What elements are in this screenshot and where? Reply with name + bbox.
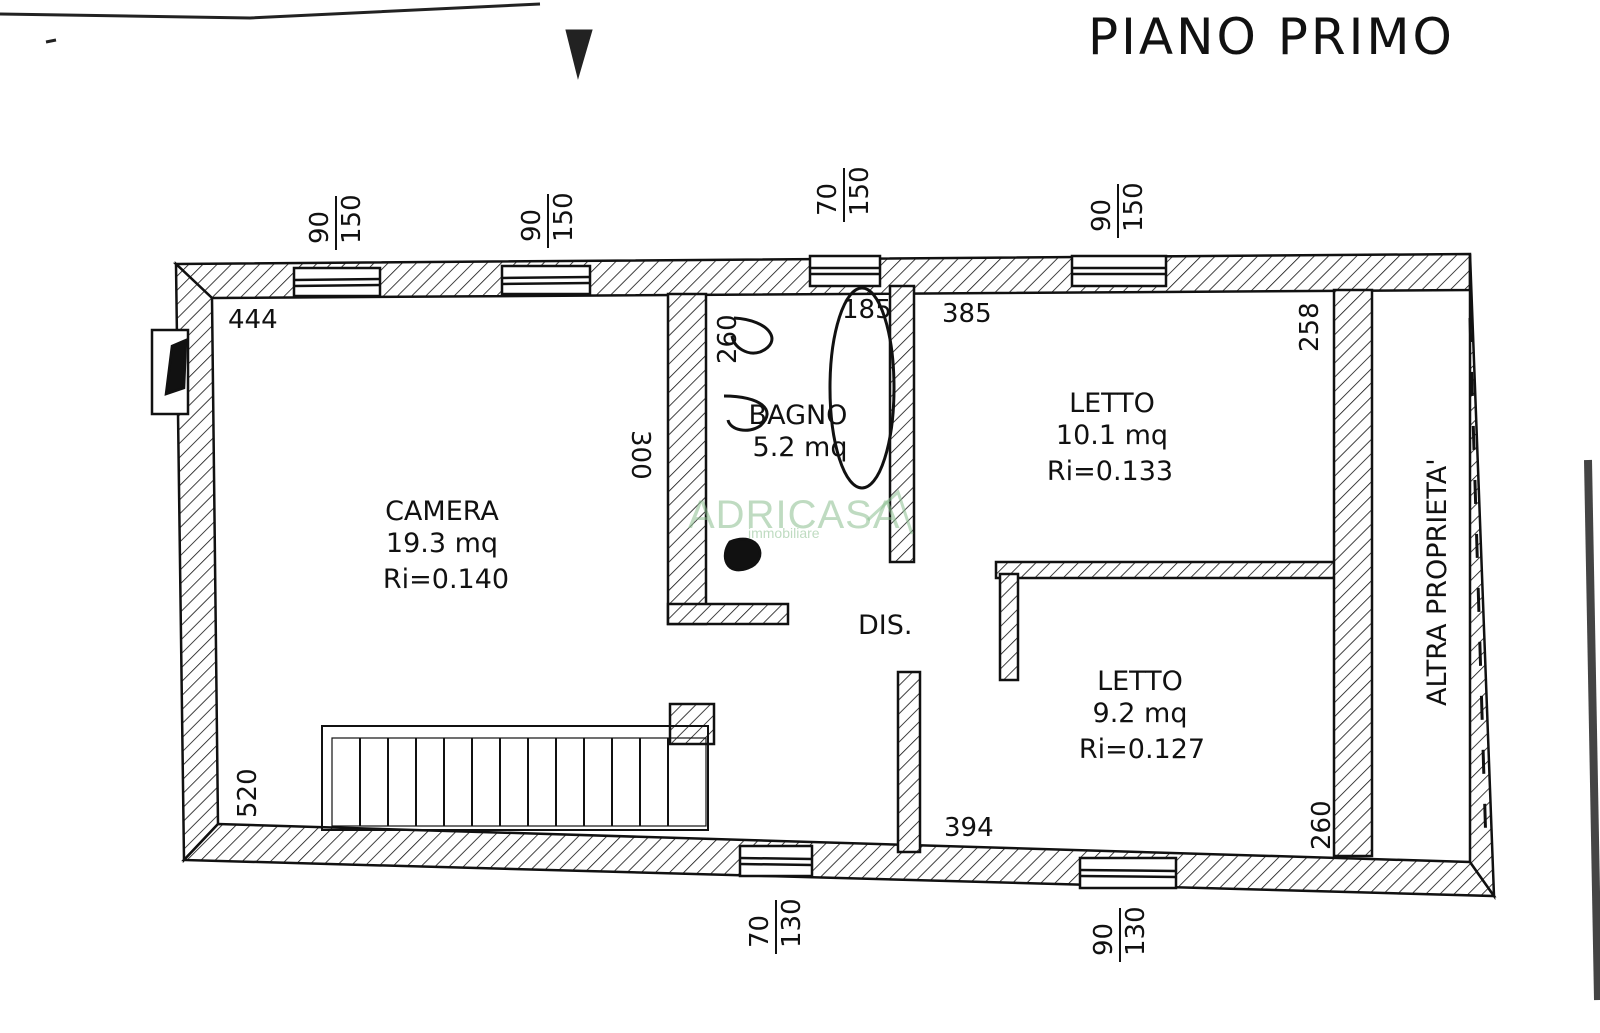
svg-text:130: 130 [777,898,807,948]
wall-stub [998,572,1020,682]
wall-bottom [181,822,1497,898]
wall-bagno-bottom [666,602,790,626]
room-area: 5.2 mq [753,432,848,463]
window-annotations: 90 150 90 150 70 150 90 150 70 130 90 13… [305,166,1151,962]
window-label-1: 90 150 [305,194,367,250]
window-openings [292,254,1178,890]
svg-text:70: 70 [745,915,775,948]
room-ri: Ri=0.140 [383,564,509,595]
window-4 [1070,254,1168,288]
scan-marks [0,2,1600,1001]
watermark-sub: immobiliare [748,525,820,541]
svg-text:90: 90 [517,209,547,242]
room-name: CAMERA [385,496,499,527]
bathroom-fixtures [723,286,896,572]
wall-altra [1332,288,1374,858]
window-5 [738,844,814,878]
room-dimensions: 444 520 300 260 185 385 258 394 260 [228,295,1337,850]
room-bagno: BAGNO 5.2 mq [749,400,848,463]
room-letto-2: LETTO 9.2 mq Ri=0.127 [1079,666,1205,765]
room-letto-1: LETTO 10.1 mq Ri=0.133 [1047,388,1173,487]
wall-bagno-letto [888,284,916,564]
watermark-brand: ADRICASA [688,493,901,537]
dim-letto1-depth: 258 [1295,302,1325,352]
dim-camera-width: 444 [228,305,278,335]
room-camera: CAMERA 19.3 mq Ri=0.140 [383,496,509,595]
watermark-logo: ADRICASA immobiliare [688,489,914,541]
svg-text:90: 90 [1089,923,1119,956]
room-area: 10.1 mq [1056,420,1168,451]
toilet [730,316,774,355]
chimney [150,328,190,416]
window-label-4: 90 150 [1087,182,1149,238]
svg-text:130: 130 [1121,906,1151,956]
stair-block [668,702,716,746]
svg-text:150: 150 [1119,182,1149,232]
room-area: 9.2 mq [1093,698,1188,729]
room-name: LETTO [1097,666,1183,697]
sink [724,537,762,572]
room-ri: Ri=0.127 [1079,734,1205,765]
window-1 [292,266,382,298]
window-label-2: 90 150 [517,192,579,248]
dim-bagno-depth: 260 [713,314,743,364]
room-dis: DIS. [858,610,912,641]
room-ri: Ri=0.133 [1047,456,1173,487]
window-3 [808,254,882,288]
wall-camera-bagno [666,292,708,626]
room-name: BAGNO [749,400,848,431]
bidet [723,394,769,432]
dim-letto2-depth: 260 [1307,800,1337,850]
dim-bagno-width: 185 [842,295,892,325]
wall-letto-divider [994,560,1340,580]
wall-dis-letto [896,670,922,854]
room-name: LETTO [1069,388,1155,419]
window-6 [1078,856,1178,890]
staircase [321,725,709,831]
boundary-dashed [1468,317,1488,847]
dim-letto2-width: 394 [944,813,994,843]
dim-camera-depth: 520 [233,768,263,818]
window-label-6: 90 130 [1089,906,1151,962]
window-label-3: 70 150 [813,166,875,222]
room-area: 19.3 mq [386,528,498,559]
svg-text:150: 150 [337,194,367,244]
stair-treads [359,738,669,826]
window-2 [500,264,592,296]
wall-right [1468,253,1496,901]
svg-text:150: 150 [845,166,875,216]
window-label-5: 70 130 [745,898,807,954]
svg-text:70: 70 [813,183,843,216]
bathtub [828,286,896,490]
page-title: PIANO PRIMO [1088,8,1455,66]
svg-text:90: 90 [305,211,335,244]
dim-letto1-width: 385 [942,299,992,329]
svg-text:150: 150 [549,192,579,242]
dim-camera-side: 300 [625,430,655,480]
svg-text:90: 90 [1087,199,1117,232]
room-altra-proprieta: ALTRA PROPRIETA' [1422,458,1453,706]
watermark-swoosh-icon [866,489,914,535]
